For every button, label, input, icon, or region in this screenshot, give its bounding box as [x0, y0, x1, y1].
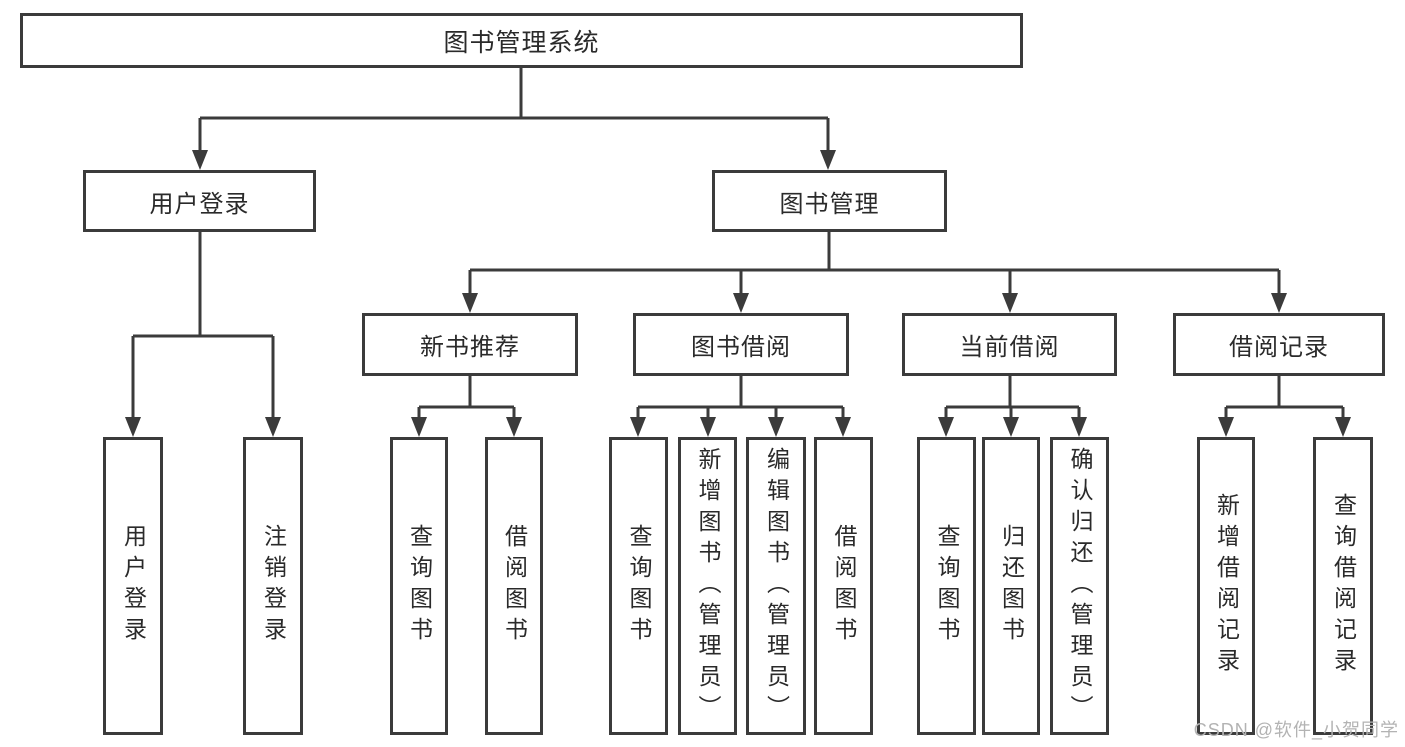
leaf-add-book-admin: 新增图书（管理员） — [678, 437, 737, 735]
arrow-down-icon — [1071, 417, 1087, 437]
leaf-user-login-label: 用户登录 — [120, 524, 147, 648]
node-book-borrowing: 图书借阅 — [633, 313, 849, 376]
node-user-login: 用户登录 — [83, 170, 316, 232]
arrow-down-icon — [506, 417, 522, 437]
leaf-query-borrow-record: 查询借阅记录 — [1313, 437, 1373, 735]
arrow-down-icon — [1002, 293, 1018, 313]
leaf-query-borrow-record-label: 查询借阅记录 — [1330, 493, 1357, 679]
arrow-down-icon — [265, 417, 281, 437]
leaf-borrow-books: 借阅图书 — [814, 437, 873, 735]
node-book-borrowing-label: 图书借阅 — [691, 334, 791, 361]
arrow-down-icon — [938, 417, 954, 437]
leaf-confirm-return-admin-label: 确认归还（管理员） — [1067, 446, 1093, 726]
leaf-query-books-borrowing-label: 查询图书 — [626, 524, 652, 648]
leaf-add-borrow-record: 新增借阅记录 — [1197, 437, 1255, 735]
leaf-user-login: 用户登录 — [103, 437, 163, 735]
arrow-down-icon — [630, 417, 646, 437]
leaf-edit-book-admin: 编辑图书（管理员） — [746, 437, 806, 735]
connector-borrowing-to-leaves — [636, 376, 845, 420]
leaf-query-books-recommend-label: 查询图书 — [406, 524, 433, 648]
leaf-add-book-admin-label: 新增图书（管理员） — [695, 446, 721, 726]
connector-current-to-leaves — [944, 376, 1081, 420]
leaf-edit-book-admin-label: 编辑图书（管理员） — [763, 446, 790, 726]
leaf-borrow-books-recommend: 借阅图书 — [485, 437, 543, 735]
connector-root-to-level2 — [198, 68, 830, 152]
arrow-down-icon — [1271, 293, 1287, 313]
arrow-down-icon — [462, 293, 478, 313]
leaf-confirm-return-admin: 确认归还（管理员） — [1050, 437, 1109, 735]
arrow-down-icon — [192, 150, 208, 170]
leaf-query-books-current: 查询图书 — [917, 437, 976, 735]
leaf-query-books-borrowing: 查询图书 — [609, 437, 668, 735]
leaf-return-books-label: 归还图书 — [998, 524, 1025, 648]
node-new-book-recommendation: 新书推荐 — [362, 313, 578, 376]
arrow-down-icon — [125, 417, 141, 437]
node-current-borrowing-label: 当前借阅 — [959, 334, 1060, 361]
leaf-query-books-recommend: 查询图书 — [390, 437, 448, 735]
node-borrowing-records-label: 借阅记录 — [1229, 334, 1329, 361]
arrow-down-icon — [835, 417, 851, 437]
leaf-logout: 注销登录 — [243, 437, 303, 735]
node-book-management: 图书管理 — [712, 170, 947, 232]
arrow-down-icon — [700, 417, 716, 437]
connector-user-login-to-leaves — [131, 232, 275, 420]
arrow-down-icon — [1335, 417, 1351, 437]
node-library-management-system-label: 图书管理系统 — [443, 28, 600, 57]
node-book-management-label: 图书管理 — [779, 190, 880, 218]
leaf-return-books: 归还图书 — [982, 437, 1040, 735]
node-new-book-recommendation-label: 新书推荐 — [420, 334, 520, 361]
csdn-watermark: CSDN @软件_小贺同学 — [1193, 720, 1399, 740]
connector-book-mgmt-to-level3 — [468, 232, 1281, 296]
arrow-down-icon — [1218, 417, 1234, 437]
node-user-login-label: 用户登录 — [149, 190, 250, 218]
arrow-down-icon — [411, 417, 427, 437]
connector-recommend-to-leaves — [417, 376, 516, 420]
node-borrowing-records: 借阅记录 — [1173, 313, 1385, 376]
leaf-query-books-current-label: 查询图书 — [934, 524, 960, 648]
leaf-logout-label: 注销登录 — [260, 524, 287, 648]
node-current-borrowing: 当前借阅 — [902, 313, 1117, 376]
arrow-down-icon — [768, 417, 784, 437]
connector-records-to-leaves — [1224, 376, 1345, 420]
leaf-borrow-books-recommend-label: 借阅图书 — [501, 524, 528, 648]
node-library-management-system: 图书管理系统 — [20, 13, 1023, 68]
leaf-borrow-books-label: 借阅图书 — [831, 524, 857, 648]
arrow-down-icon — [820, 150, 836, 170]
arrow-down-icon — [733, 293, 749, 313]
leaf-add-borrow-record-label: 新增借阅记录 — [1213, 493, 1240, 679]
arrow-down-icon — [1003, 417, 1019, 437]
